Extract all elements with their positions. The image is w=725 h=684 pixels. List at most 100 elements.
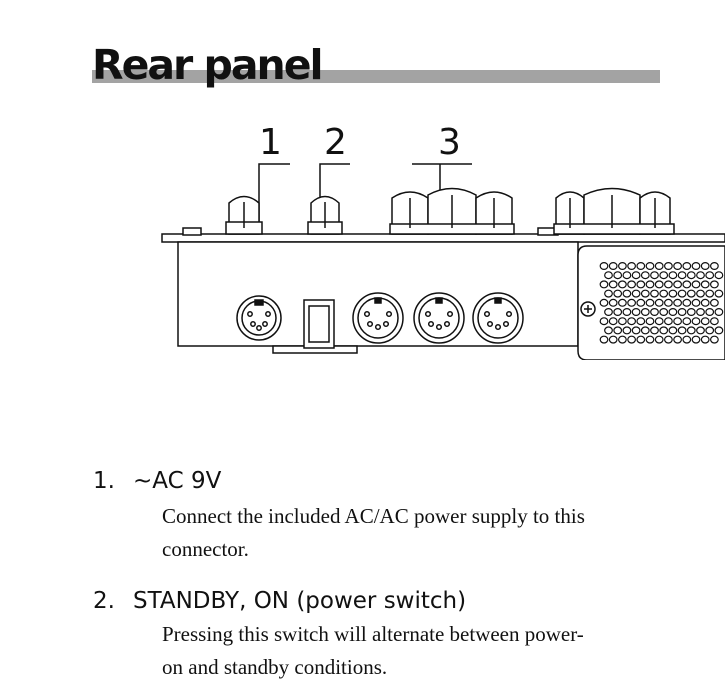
vent-hole — [673, 335, 682, 344]
vent-hole — [631, 271, 641, 280]
vent-hole — [710, 280, 719, 289]
vent-hole — [700, 280, 710, 289]
vent-hole — [682, 280, 692, 289]
vent-hole — [631, 289, 641, 298]
power-switch — [303, 299, 335, 349]
vent-hole — [608, 280, 618, 289]
vent-hole — [682, 262, 692, 271]
vent-hole — [627, 317, 636, 326]
vent-hole — [627, 262, 636, 271]
vent-hole — [613, 308, 623, 317]
vent-hole — [691, 280, 701, 289]
vent-hole — [714, 308, 724, 317]
vent-hole — [691, 298, 701, 307]
vent-hole — [673, 298, 682, 307]
vent-hole — [640, 326, 650, 335]
midi-connectors — [352, 292, 524, 344]
vent-hole — [686, 289, 696, 298]
vent-hole — [710, 335, 719, 344]
vent-hole — [686, 308, 696, 317]
vent-hole — [627, 298, 636, 307]
vent-hole — [645, 298, 655, 307]
item-description-line-1: Connect the included AC/AC power supply … — [162, 504, 585, 528]
vent-hole — [622, 326, 632, 335]
vent-hole — [686, 326, 696, 335]
vent-hole — [631, 308, 641, 317]
vent-hole — [677, 326, 687, 335]
ac-9v-connector — [236, 295, 282, 341]
vent-hole — [645, 262, 655, 271]
vent-hole — [696, 271, 705, 280]
vent-hole — [700, 298, 710, 307]
vent-hole — [640, 271, 650, 280]
title-underline-bar — [92, 70, 660, 83]
vent-hole — [622, 289, 632, 298]
vent-hole — [599, 298, 609, 307]
vent-hole — [650, 308, 659, 317]
vent-hole — [664, 298, 673, 307]
vent-hole — [618, 317, 627, 326]
vent-hole — [691, 335, 701, 344]
vent-hole — [659, 271, 669, 280]
vent-hole — [668, 289, 678, 298]
vent-hole — [664, 317, 673, 326]
vent-hole — [608, 335, 618, 344]
vent-hole — [714, 271, 724, 280]
vent-hole — [677, 271, 687, 280]
vent-hole — [673, 280, 682, 289]
vent-hole — [664, 335, 673, 344]
vent-hole — [654, 335, 664, 344]
vent-hole — [613, 326, 623, 335]
vent-hole — [650, 326, 659, 335]
vent-hole — [696, 308, 705, 317]
vent-hole — [622, 308, 632, 317]
rear-panel-diagram: 1 2 3 — [161, 122, 725, 360]
vent-hole — [650, 289, 659, 298]
vent-hole — [700, 262, 710, 271]
item-number: 2. — [93, 588, 115, 614]
vent-hole — [673, 262, 682, 271]
vent-hole — [677, 289, 687, 298]
vent-hole — [654, 262, 664, 271]
callout-number-2: 2 — [324, 122, 347, 163]
vent-hole — [640, 308, 650, 317]
vent-hole — [645, 280, 655, 289]
item-heading: ~AC 9V — [133, 468, 222, 494]
vent-hole — [604, 289, 613, 298]
vent-hole — [599, 317, 609, 326]
vent-hole — [700, 317, 710, 326]
vent-hole — [613, 271, 623, 280]
vent-hole — [599, 262, 609, 271]
item-number: 1. — [93, 468, 115, 494]
vent-hole — [604, 271, 613, 280]
vent-hole — [636, 317, 646, 326]
vent-hole — [714, 289, 724, 298]
vent-hole — [636, 280, 646, 289]
vent-hole — [631, 326, 641, 335]
vent-hole — [608, 262, 618, 271]
item-description-line-2: connector. — [162, 537, 249, 561]
vent-hole — [627, 335, 636, 344]
vent-hole — [668, 326, 678, 335]
vent-hole — [682, 317, 692, 326]
vent-hole — [622, 271, 632, 280]
vent-hole — [654, 317, 664, 326]
vent-hole — [618, 335, 627, 344]
vent-hole — [618, 280, 627, 289]
vent-hole — [636, 298, 646, 307]
vent-hole — [710, 298, 719, 307]
vent-hole — [599, 280, 609, 289]
vent-hole — [710, 262, 719, 271]
vent-hole — [705, 326, 715, 335]
vent-hole — [604, 308, 613, 317]
vent-hole — [682, 335, 692, 344]
vent-hole — [714, 326, 724, 335]
vent-hole — [636, 262, 646, 271]
section-title: Rear panel — [92, 41, 324, 89]
vent-hole — [673, 317, 682, 326]
vent-hole — [664, 262, 673, 271]
vent-hole — [705, 308, 715, 317]
vent-hole — [705, 289, 715, 298]
vent-hole — [691, 262, 701, 271]
vent-hole — [636, 335, 646, 344]
